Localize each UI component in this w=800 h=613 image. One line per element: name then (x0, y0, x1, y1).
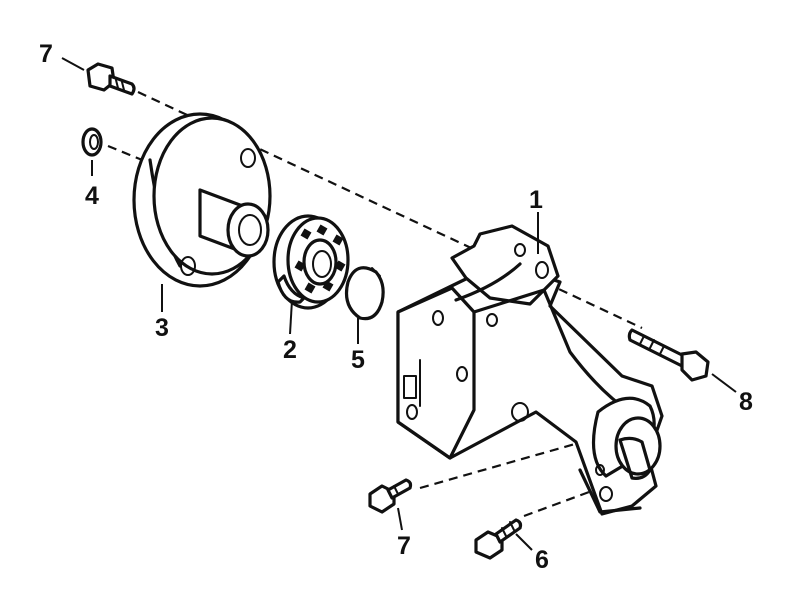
screw-6-drawing (474, 518, 523, 560)
bearing-2-drawing (272, 214, 350, 310)
callout-labels: 7 4 3 2 5 1 8 7 6 (39, 40, 753, 574)
callout-3: 3 (155, 314, 169, 342)
screw-7-bottom-drawing (368, 478, 413, 514)
flange-3-drawing (132, 112, 272, 288)
callout-8: 8 (739, 388, 753, 416)
callout-6: 6 (535, 546, 549, 574)
callout-7-top: 7 (39, 40, 53, 68)
screw-7-top-drawing (86, 62, 136, 96)
callout-5: 5 (351, 346, 365, 374)
callout-2: 2 (283, 336, 297, 364)
callout-1: 1 (529, 186, 543, 214)
callout-4: 4 (85, 182, 99, 210)
snap-ring-5-drawing (344, 266, 385, 321)
leader-lines (61, 57, 737, 551)
washer-4-drawing (81, 127, 103, 157)
screw-8-drawing (627, 328, 710, 382)
gear-housing-1-drawing (396, 224, 664, 516)
callout-7-bottom: 7 (397, 532, 411, 560)
